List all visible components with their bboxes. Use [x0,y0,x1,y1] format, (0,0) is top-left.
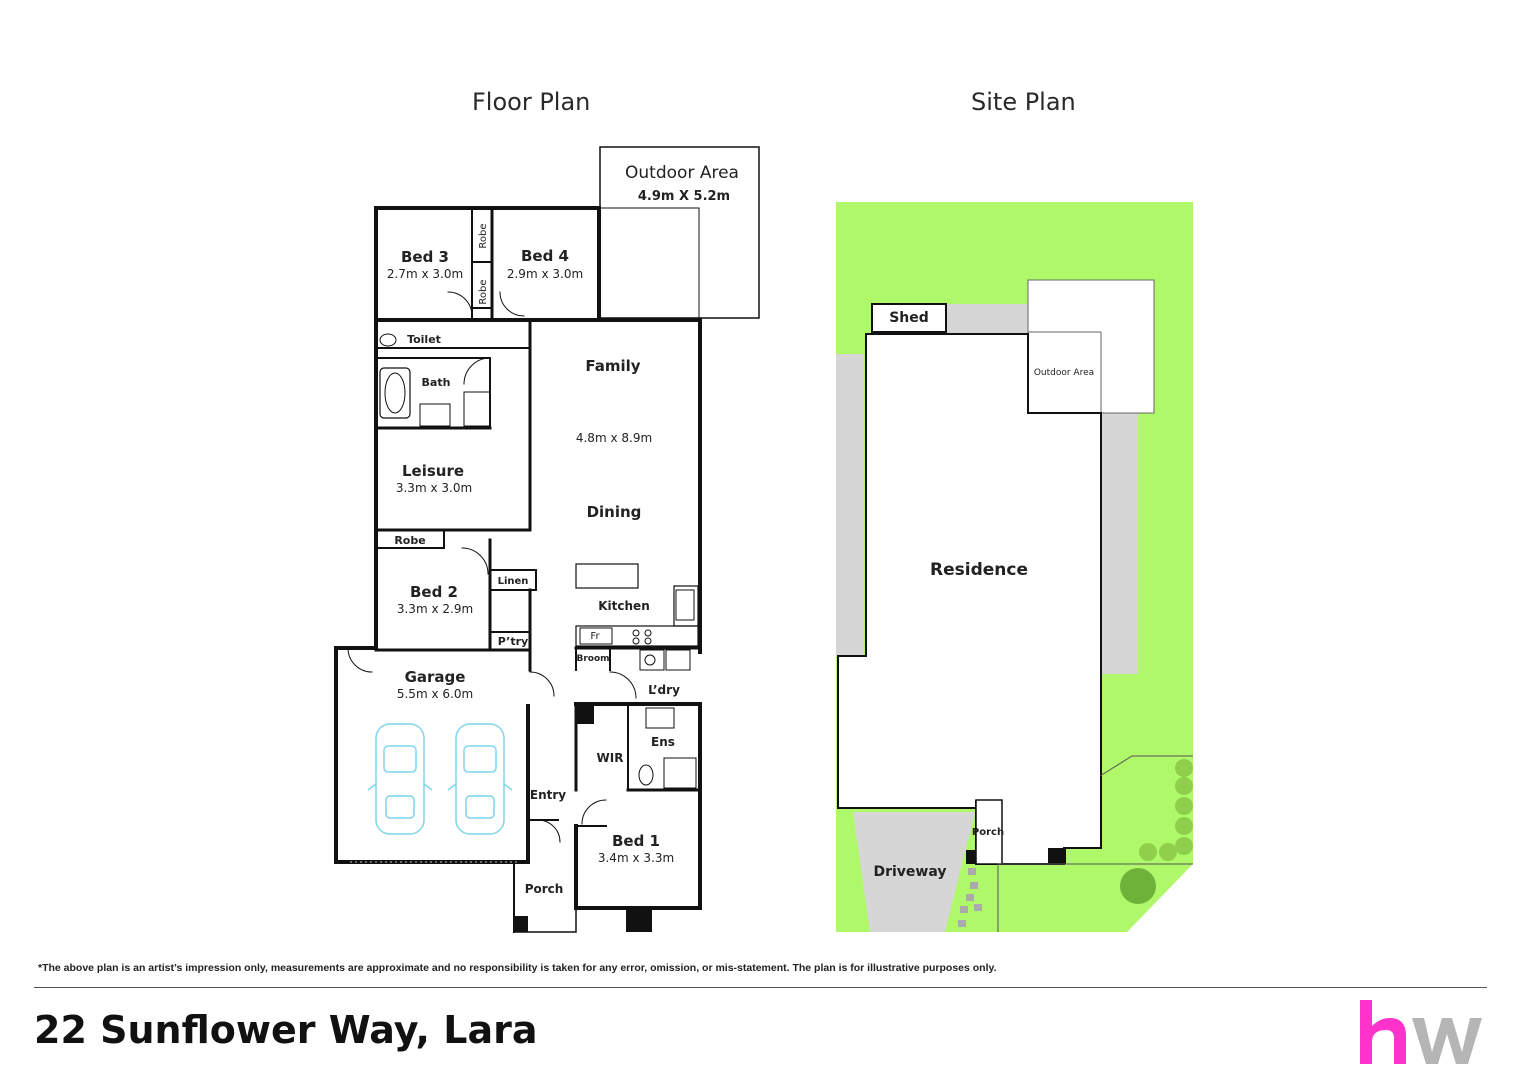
side-path [836,354,864,656]
shrub-icon [1120,759,1193,904]
car-icon [367,723,433,835]
outdoor-area-label: Outdoor Area [625,163,739,183]
floor-plan-heading: Floor Plan [472,88,591,116]
stepping-stones [958,868,982,927]
robe-label: Robe [478,279,489,304]
leisure-dims: 3.3m x 3.0m [396,481,472,495]
bed3-label: Bed 3 [401,248,449,266]
broom-label: Broom [576,654,609,664]
site-plan-labels: Shed Outdoor Area Residence Porch Drivew… [873,310,1094,880]
garage-label: Garage [405,668,466,686]
floor-plan-labels: Outdoor Area 4.9m X 5.2m Bed 3 2.7m x 3.… [387,163,739,896]
property-address: 22 Sunflower Way, Lara [34,1008,538,1052]
outdoor-area-dims: 4.9m X 5.2m [638,189,730,204]
toilet-label: Toilet [407,333,441,346]
pantry-label: P’try [498,635,528,648]
ensuite-label: Ens [651,735,675,749]
entry-label: Entry [530,788,566,802]
family-label: Family [585,357,640,375]
linen-label: Linen [498,576,529,587]
bed4-dims: 2.9m x 3.0m [507,267,583,281]
robe-label: Robe [478,223,489,248]
family-dims: 4.8m x 8.9m [576,431,652,445]
site-plan-heading: Site Plan [971,88,1076,116]
site-porch-label: Porch [972,827,1004,838]
side-path [1100,412,1138,674]
disclaimer-text: *The above plan is an artist’s impressio… [38,962,997,974]
garage-dims: 5.5m x 6.0m [397,687,473,701]
driveway-label: Driveway [873,864,946,880]
bed1-label: Bed 1 [612,832,660,850]
site-shed [871,303,947,333]
bath-label: Bath [422,376,451,389]
site-outdoor-area [1027,279,1155,414]
laundry-label: L’dry [648,683,680,697]
fridge-label: Fr [590,631,600,642]
robe-bed2-label: Robe [394,534,425,547]
hw-logo [1360,1000,1482,1064]
dining-label: Dining [587,503,642,521]
bed2-dims: 3.3m x 2.9m [397,602,473,616]
driveway [853,812,975,932]
site-outdoor-area-label: Outdoor Area [1034,368,1094,378]
site-residence [837,333,1102,865]
car-icon [447,723,513,835]
footer-divider [34,987,1487,988]
bed3-dims: 2.7m x 3.0m [387,267,463,281]
residence-label: Residence [930,560,1028,580]
bed4-label: Bed 4 [521,247,569,265]
bed2-label: Bed 2 [410,583,458,601]
bed1-dims: 3.4m x 3.3m [598,851,674,865]
kitchen-label: Kitchen [598,599,650,613]
bedroom-block-walls [374,206,601,322]
leisure-label: Leisure [402,462,464,480]
porch-label: Porch [525,882,564,896]
side-path [946,304,1030,334]
wir-label: WIR [597,751,624,765]
shed-label: Shed [889,310,929,326]
